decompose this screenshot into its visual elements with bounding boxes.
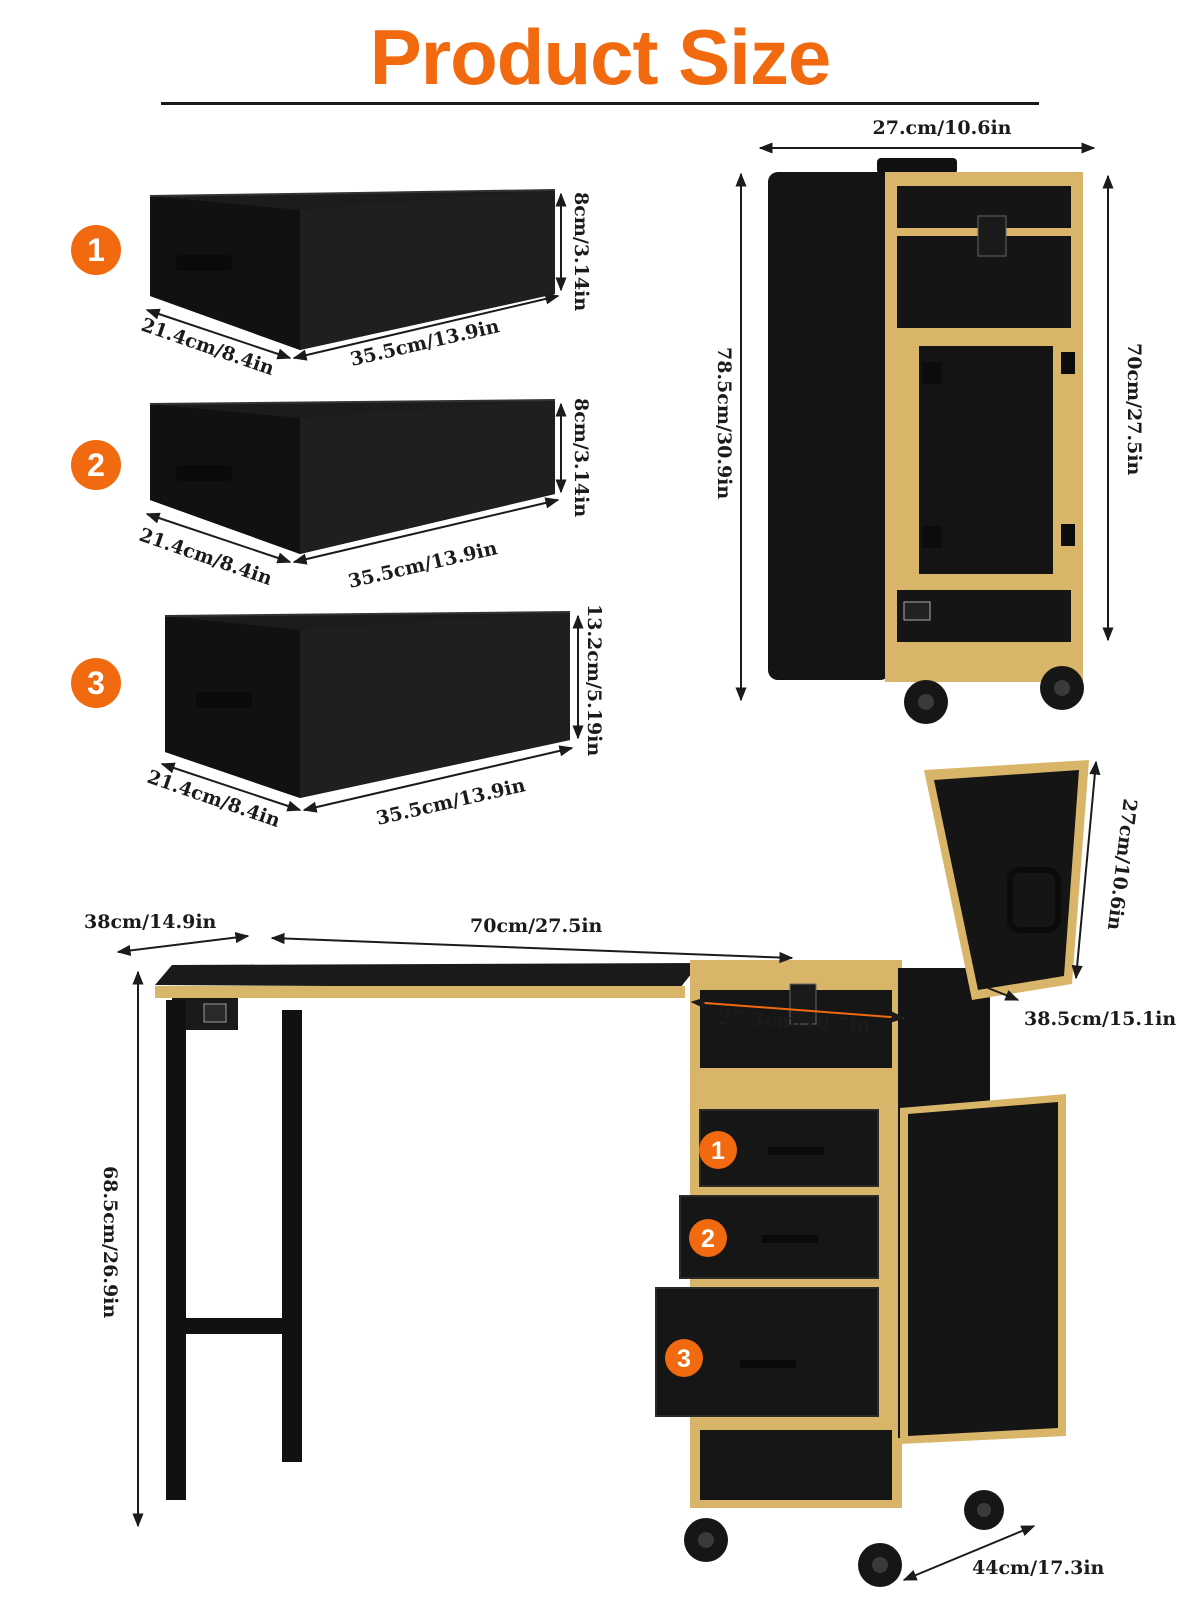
drawer-2-depth-line [145, 512, 292, 564]
drawer-3-depth-line [160, 762, 302, 812]
svg-text:3: 3 [87, 665, 105, 701]
drawer-2-width-line [292, 497, 560, 565]
svg-text:2: 2 [701, 1225, 715, 1253]
case-depth-line [987, 987, 1020, 1001]
table-depth-label: 38cm/14.9in [84, 911, 217, 933]
inner-width-line [690, 997, 906, 1023]
open-station-illustration [155, 760, 1089, 1587]
base-width-line [902, 1525, 1036, 1581]
svg-text:3: 3 [677, 1345, 691, 1373]
page-title: Product Size [369, 13, 831, 101]
svg-text:2: 2 [87, 447, 105, 483]
power-switch-icon [203, 1003, 227, 1023]
station-drawer-2-badge: 2 [689, 1219, 727, 1257]
base-width-label: 44cm/17.3in [972, 1557, 1105, 1579]
wheel-icon [804, 651, 832, 679]
drawer-1-height-label: 8cm/3.14in [570, 192, 592, 311]
table-depth-line [116, 931, 250, 957]
drawer-3-width-line [302, 745, 574, 813]
drawer-2-badge: 2 [71, 440, 121, 490]
case-depth-label: 38.5cm/15.1in [1024, 1008, 1176, 1030]
title-divider [161, 102, 1039, 105]
drawer-2-height-label: 8cm/3.14in [570, 398, 592, 517]
lid-height-label: 27cm/10.6in [1103, 797, 1141, 931]
svg-text:1: 1 [711, 1137, 725, 1165]
closed-case-illustration [768, 158, 1084, 724]
drawer-1-width-line [292, 293, 560, 361]
lid-handle-icon [1007, 867, 1061, 933]
drawer-3-width-label: 35.5cm/13.9in [374, 774, 527, 830]
drawer-3-height-label: 13.2cm/5.19in [583, 604, 605, 756]
case-latch-icon [977, 215, 1007, 257]
drawer-2-illustration [149, 399, 556, 554]
svg-text:1: 1 [87, 232, 105, 268]
drawer-2-width-label: 35.5cm/13.9in [346, 537, 499, 593]
lid-height-line [1071, 760, 1101, 980]
drawer-3-handle-icon [196, 692, 252, 708]
table-length-line [270, 932, 794, 964]
drawer-1-badge: 1 [71, 225, 121, 275]
station-drawer-1-badge: 1 [699, 1131, 737, 1169]
drawer-2-handle-icon [176, 465, 232, 481]
case-total-height-label: 78.5cm/30.9in [713, 347, 735, 499]
combination-lock-icon [903, 601, 931, 621]
table-length-label: 70cm/27.5in [470, 915, 603, 937]
case-body-height-label: 70cm/27.5in [1123, 343, 1145, 476]
case-width-label: 27.cm/10.6in [873, 117, 1012, 139]
leg-height-label: 68.5cm/26.9in [99, 1166, 121, 1318]
drawer-1-handle-icon [176, 255, 232, 271]
station-drawer-3-badge: 3 [665, 1339, 703, 1377]
drawer-3-illustration [164, 611, 571, 798]
drawer-1-depth-line [145, 308, 292, 360]
drawer-3-badge: 3 [71, 658, 121, 708]
